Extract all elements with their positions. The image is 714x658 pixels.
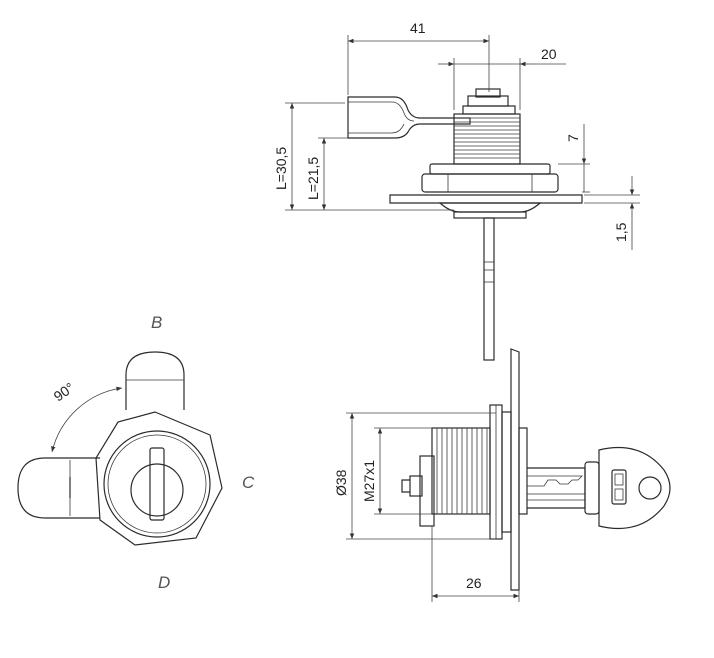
key-icon	[527, 446, 671, 530]
dimensions-bottom-view: Ø38 M27x1 26	[333, 412, 520, 602]
angle-label: 90°	[51, 379, 78, 404]
dim-l305: L=30,5	[273, 147, 289, 190]
bottom-side-view	[401, 348, 671, 591]
label-c: C	[242, 473, 255, 492]
dim-m27: M27x1	[361, 460, 377, 502]
dimensions-top-view: 41 20 L=30,5 L=21,5 7 1,5	[273, 20, 640, 250]
top-side-view	[347, 88, 583, 361]
dim-l215: L=21,5	[305, 157, 321, 200]
front-view: 90° B C D	[17, 313, 255, 592]
dim-15: 1,5	[613, 222, 629, 242]
thread-body-top	[453, 113, 521, 165]
thread-body-bottom	[431, 427, 491, 515]
dim-41: 41	[410, 20, 426, 36]
dim-26: 26	[466, 575, 482, 591]
dim-20: 20	[541, 46, 557, 62]
label-d: D	[158, 573, 170, 592]
dim-d38: Ø38	[333, 469, 349, 496]
label-b: B	[151, 313, 162, 332]
dim-7: 7	[565, 134, 581, 142]
